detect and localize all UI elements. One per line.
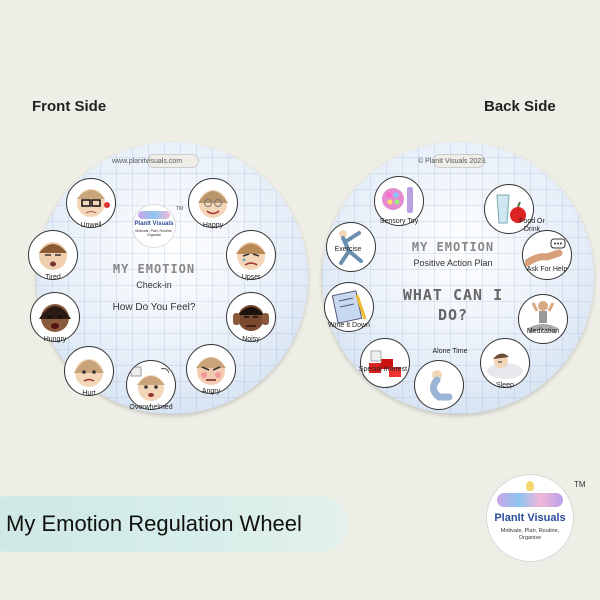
emotion-upset[interactable] (226, 230, 276, 280)
emotion-noisy[interactable] (226, 292, 276, 342)
emotion-tired[interactable] (28, 230, 78, 280)
action-sleep-label: Sleep (496, 382, 514, 389)
emotion-unwell-label: Unwell (80, 222, 102, 229)
front-side-label: Front Side (32, 98, 107, 115)
action-ask-for-help[interactable] (522, 230, 572, 280)
emotion-upset-label: Upset (241, 274, 261, 281)
food-drink-icon (496, 194, 526, 224)
back-side-label: Back Side (484, 98, 556, 115)
front-logo-tm: TM (176, 206, 184, 212)
emotion-hungry[interactable] (30, 292, 80, 342)
front-logo-brand: PlanIt Visuals (134, 221, 174, 227)
emotion-happy[interactable] (188, 178, 238, 228)
tired-face-icon (39, 242, 67, 270)
brand-logo: PlanIt Visuals Motivate, Plan, Routine, … (486, 474, 574, 562)
exercise-icon (339, 230, 363, 265)
front-handle (147, 154, 199, 168)
back-title: MY EMOTION (411, 240, 495, 254)
action-food-or-drink[interactable] (484, 184, 534, 234)
notebook-icon (331, 290, 367, 324)
action-ask-for-help-label: Ask For Help (526, 266, 568, 273)
front-url: www.planitvisuals.com (112, 158, 183, 165)
angry-face-icon (196, 357, 226, 385)
upset-face-icon (236, 242, 266, 270)
logo-tm: TM (574, 480, 586, 489)
action-exercise[interactable] (326, 222, 376, 272)
front-logo-tagline: Motivate, Plan, Routine, Organise (135, 229, 173, 237)
action-special-interest[interactable] (360, 338, 410, 388)
emotion-hurt[interactable] (64, 346, 114, 396)
sleep-icon (487, 353, 523, 379)
sensory-toy-icon (382, 187, 413, 213)
emotion-happy-label: Happy (202, 222, 224, 229)
noisy-face-icon (233, 305, 269, 331)
action-alone-time-label: Alone Time (432, 348, 468, 355)
logo-brand: PlanIt Visuals (494, 512, 566, 524)
emotion-noisy-label: Noisy (242, 336, 260, 343)
logo-tagline: Motivate, Plan, Routine, Organise (500, 528, 560, 541)
front-question: How Do You Feel? (112, 302, 196, 313)
back-question-line1: WHAT CAN I (402, 286, 504, 304)
back-handle (433, 154, 485, 168)
front-center-logo: PlanIt Visuals Motivate, Plan, Routine, … (132, 204, 176, 248)
emotion-overwhelmed-label: Overwhelmed (129, 404, 173, 411)
front-logo-swirl (138, 211, 170, 219)
lightbulb-icon (526, 481, 534, 491)
emotion-tired-label: Tired (45, 274, 61, 281)
front-title: MY EMOTION (112, 262, 196, 276)
happy-face-icon (198, 190, 228, 218)
action-alone-time[interactable] (414, 360, 464, 410)
overwhelmed-face-icon (130, 366, 170, 401)
emotion-angry-label: Angry (201, 388, 221, 395)
action-sensory-toy[interactable] (374, 176, 424, 226)
building-blocks-icon (369, 350, 401, 377)
back-copyright: © PlanIt Visuals 2023. (418, 158, 487, 165)
action-food-or-drink-label: Food Or Drink (519, 218, 545, 233)
action-meditation-label: Meditation (526, 328, 560, 335)
logo-swirl (497, 493, 563, 507)
action-sensory-toy-label: Sensory Toy (379, 218, 419, 225)
hungry-face-icon (39, 304, 71, 332)
back-question-line2: DO? (437, 306, 469, 324)
front-subtitle: Check-in (136, 280, 172, 290)
action-write-it-down-label: Write It Down (328, 322, 370, 329)
action-write-it-down[interactable] (324, 282, 374, 332)
action-special-interest-label: Special Interest (358, 366, 408, 373)
hurt-face-icon (74, 359, 104, 387)
emotion-hurt-label: Hurt (82, 390, 96, 397)
emotion-overwhelmed[interactable] (126, 360, 176, 410)
front-wheel: www.planitvisuals.com Unwell Happy Tired… (28, 142, 308, 414)
unwell-face-icon (77, 189, 110, 217)
bottom-banner (0, 496, 348, 552)
meditation-icon (527, 301, 559, 334)
action-meditation[interactable] (518, 294, 568, 344)
action-sleep[interactable] (480, 338, 530, 388)
action-exercise-label: Exercise (334, 246, 362, 253)
product-title: My Emotion Regulation Wheel (6, 511, 302, 536)
emotion-unwell[interactable] (66, 178, 116, 228)
back-wheel: © PlanIt Visuals 2023. Sensory Toy Food … (322, 142, 594, 414)
emotion-angry[interactable] (186, 344, 236, 394)
alone-time-icon (430, 370, 453, 401)
emotion-hungry-label: Hungry (43, 336, 67, 343)
back-subtitle: Positive Action Plan (413, 258, 493, 268)
ask-for-help-icon (525, 238, 566, 267)
